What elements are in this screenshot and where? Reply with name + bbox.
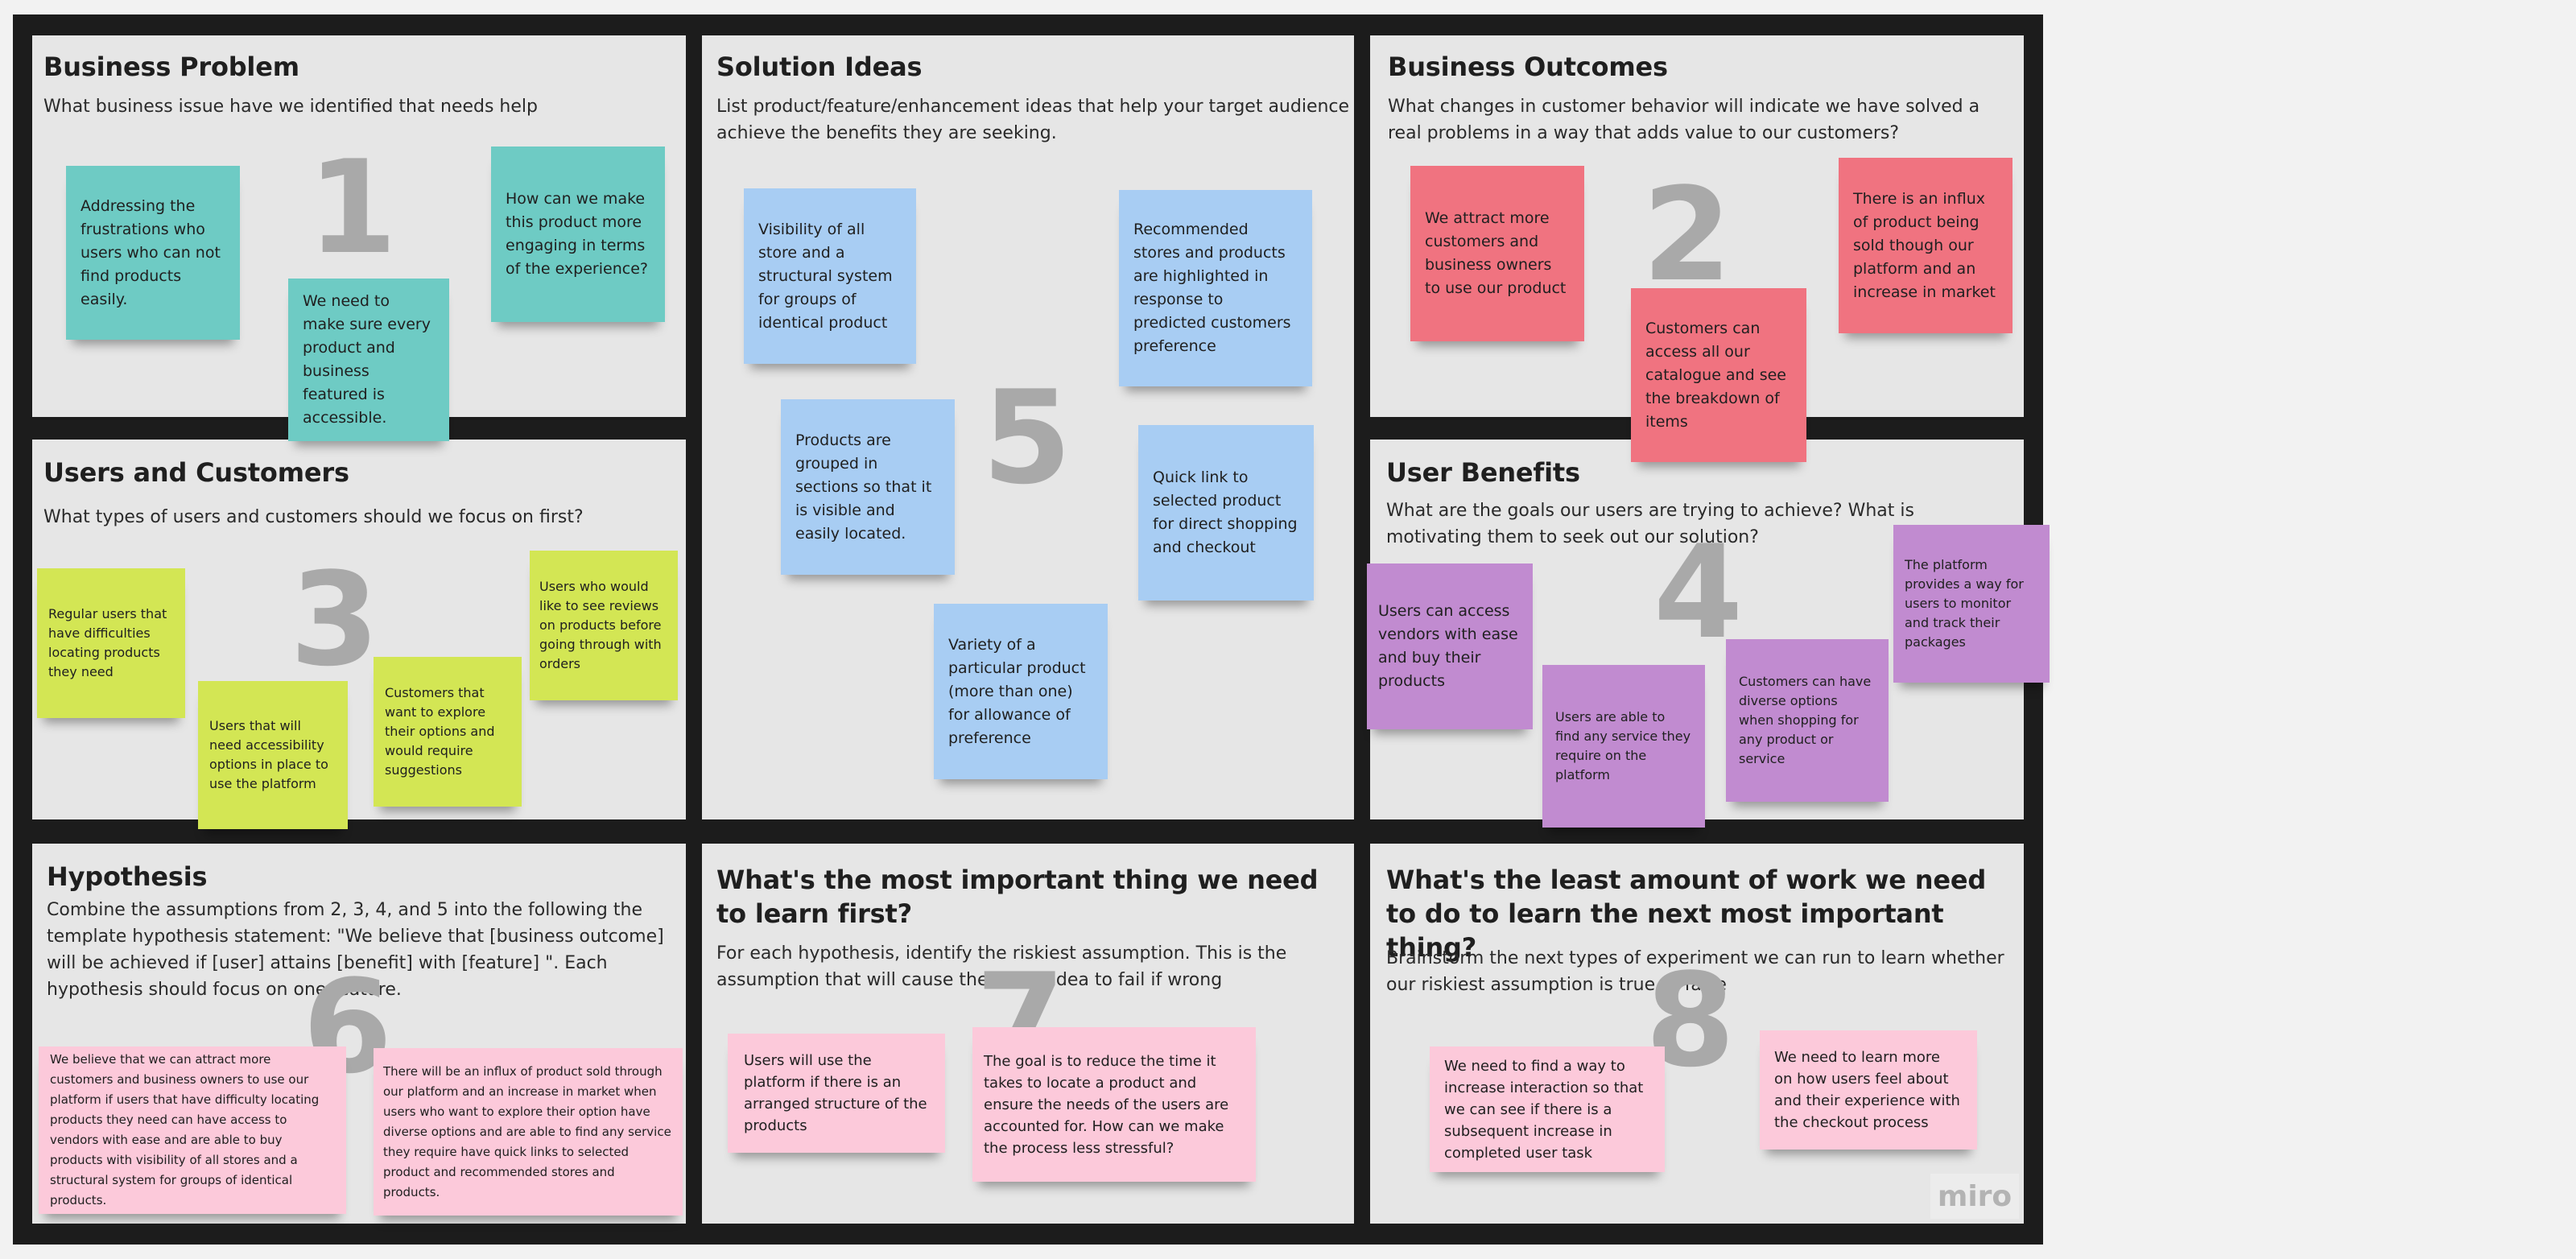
sticky-text: Recommended stores and products are high… — [1133, 221, 1291, 355]
panel-title: What's the least amount of work we need … — [1386, 865, 1987, 963]
sticky-note[interactable]: The goal is to reduce the time it takes … — [972, 1027, 1256, 1182]
sticky-text: Variety of a particular product (more th… — [948, 635, 1086, 747]
sticky-note[interactable]: We need to find a way to increase intera… — [1430, 1046, 1665, 1172]
sticky-text: Customers can access all our catalogue a… — [1645, 319, 1786, 431]
step-number: 1 — [308, 132, 398, 283]
step-number: 3 — [290, 544, 380, 695]
sticky-note[interactable]: Visibility of all store and a structural… — [744, 188, 916, 364]
sticky-text: Visibility of all store and a structural… — [758, 220, 893, 332]
sticky-text: There is an influx of product being sold… — [1853, 189, 1996, 301]
sticky-text: Users who would like to see reviews on p… — [539, 579, 662, 671]
sticky-note[interactable]: Customers can have diverse options when … — [1726, 639, 1889, 802]
sticky-note[interactable]: We need to make sure every product and b… — [288, 279, 449, 441]
step-number: 2 — [1642, 159, 1732, 310]
panel-description: List product/feature/enhancement ideas t… — [716, 97, 1350, 143]
sticky-note[interactable]: Users who would like to see reviews on p… — [530, 551, 678, 700]
sticky-text: There will be an influx of product sold … — [383, 1063, 671, 1199]
sticky-note[interactable]: There will be an influx of product sold … — [374, 1048, 683, 1216]
miro-logo: miro — [1930, 1174, 2019, 1219]
sticky-text: Quick link to selected product for direc… — [1153, 469, 1298, 556]
sticky-note[interactable]: Users will use the platform if there is … — [728, 1034, 945, 1153]
sticky-note[interactable]: How can we make this product more engagi… — [491, 147, 665, 322]
panel-description: What are the goals our users are trying … — [1386, 501, 1914, 547]
sticky-text: Users can access vendors with ease and b… — [1378, 602, 1518, 690]
sticky-note[interactable]: The platform provides a way for users to… — [1893, 525, 2050, 683]
panel-description: What business issue have we identified t… — [43, 97, 538, 117]
sticky-text: How can we make this product more engagi… — [506, 190, 648, 278]
sticky-text: Regular users that have difficulties loc… — [48, 606, 167, 679]
sticky-note[interactable]: We attract more customers and business o… — [1410, 166, 1584, 341]
sticky-note[interactable]: We need to learn more on how users feel … — [1760, 1030, 1977, 1150]
panel-description: What types of users and customers should… — [43, 507, 584, 527]
step-number: 5 — [982, 362, 1072, 513]
sticky-note[interactable]: Addressing the frustrations who users wh… — [66, 166, 240, 340]
panel-description: Combine the assumptions from 2, 3, 4, an… — [47, 900, 664, 1000]
sticky-text: We need to make sure every product and b… — [303, 292, 431, 427]
panel-title: Business Problem — [43, 52, 299, 82]
panel-description: For each hypothesis, identify the riskie… — [716, 943, 1287, 990]
sticky-note[interactable]: Users can access vendors with ease and b… — [1367, 563, 1533, 729]
panel-title: Business Outcomes — [1388, 52, 1668, 82]
sticky-note[interactable]: Variety of a particular product (more th… — [934, 604, 1108, 779]
sticky-text: Products are grouped in sections so that… — [795, 431, 932, 543]
sticky-text: Users are able to find any service they … — [1555, 709, 1691, 782]
sticky-note[interactable]: Users that will need accessibility optio… — [198, 681, 348, 829]
panel-title: Users and Customers — [43, 457, 349, 488]
sticky-text: Customers that want to explore their opt… — [385, 685, 495, 778]
sticky-note[interactable]: Users are able to find any service they … — [1542, 665, 1705, 828]
sticky-text: Users that will need accessibility optio… — [209, 718, 328, 791]
sticky-text: Addressing the frustrations who users wh… — [80, 196, 221, 308]
sticky-note[interactable]: Regular users that have difficulties loc… — [37, 568, 185, 718]
step-number: 4 — [1653, 517, 1744, 667]
panel-description: What changes in customer behavior will i… — [1388, 97, 1980, 143]
sticky-note[interactable]: We believe that we can attract more cust… — [39, 1046, 346, 1214]
sticky-text: The goal is to reduce the time it takes … — [984, 1052, 1229, 1157]
sticky-note[interactable]: Customers can access all our catalogue a… — [1631, 288, 1806, 462]
sticky-text: The platform provides a way for users to… — [1905, 557, 2024, 650]
sticky-text: Customers can have diverse options when … — [1739, 674, 1872, 766]
sticky-note[interactable]: Quick link to selected product for direc… — [1138, 425, 1314, 601]
sticky-note[interactable]: Customers that want to explore their opt… — [374, 657, 522, 807]
panel-title: Solution Ideas — [716, 52, 923, 82]
sticky-note[interactable]: Products are grouped in sections so that… — [781, 399, 955, 575]
panel-title: What's the most important thing we need … — [716, 865, 1319, 929]
panel-title: Hypothesis — [47, 861, 208, 892]
sticky-text: Users will use the platform if there is … — [744, 1052, 927, 1134]
sticky-note[interactable]: Recommended stores and products are high… — [1119, 190, 1312, 386]
sticky-text: We need to find a way to increase intera… — [1444, 1057, 1644, 1162]
panel-description: Brainstorm the next types of experiment … — [1386, 948, 2004, 995]
sticky-note[interactable]: There is an influx of product being sold… — [1839, 158, 2013, 333]
sticky-text: We believe that we can attract more cust… — [50, 1052, 320, 1207]
sticky-text: We attract more customers and business o… — [1425, 209, 1567, 297]
sticky-text: We need to learn more on how users feel … — [1774, 1049, 1960, 1131]
panel-title: User Benefits — [1386, 457, 1580, 488]
